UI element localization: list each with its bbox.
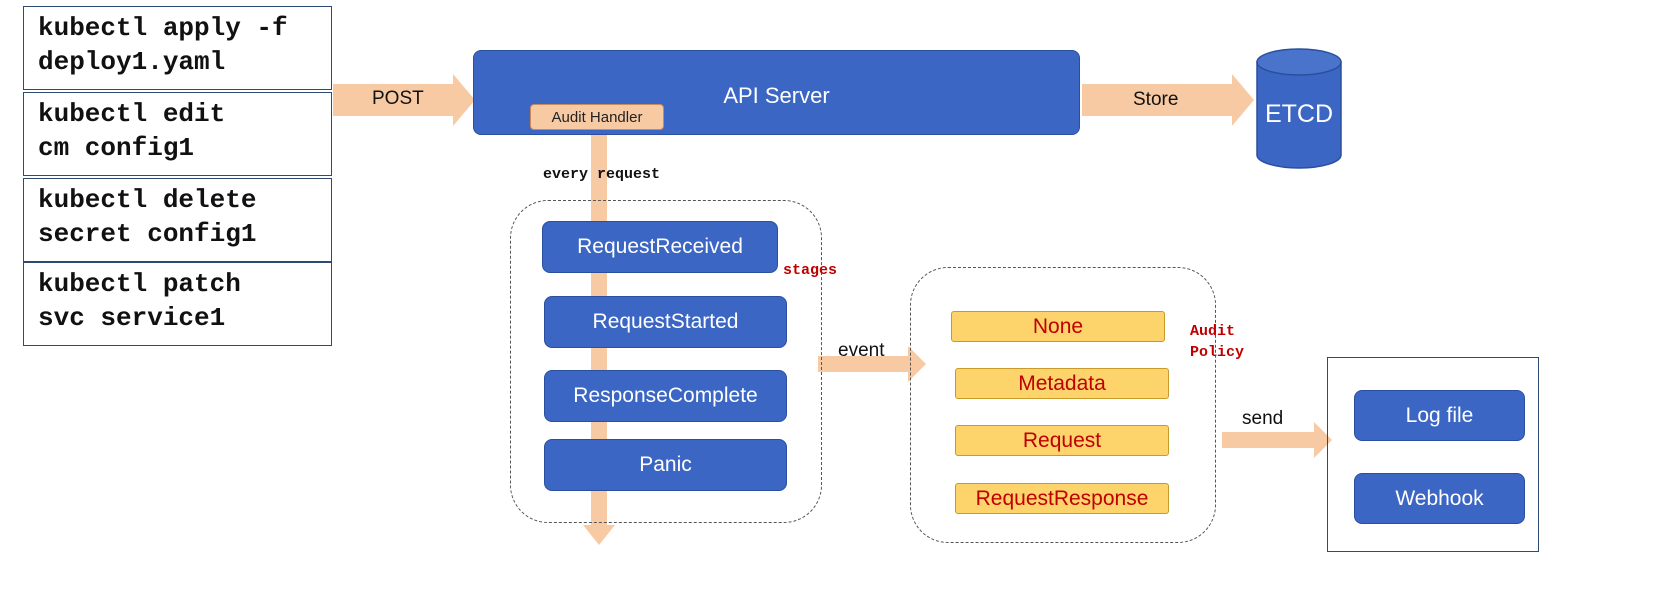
audit-policy-label: Audit Policy xyxy=(1190,321,1244,363)
api-server-box: API Server xyxy=(473,50,1080,135)
backend-webhook: Webhook xyxy=(1354,473,1525,524)
audit-handler-box: Audit Handler xyxy=(530,104,664,130)
send-label: send xyxy=(1242,408,1284,429)
stage-response-complete: ResponseComplete xyxy=(544,370,787,422)
command-apply: kubectl apply -f deploy1.yaml xyxy=(23,6,332,90)
command-edit: kubectl edit cm config1 xyxy=(23,92,332,176)
level-metadata: Metadata xyxy=(955,368,1169,399)
stage-request-received: RequestReceived xyxy=(542,221,778,273)
level-request-response: RequestResponse xyxy=(955,483,1169,514)
command-delete: kubectl delete secret config1 xyxy=(23,178,332,262)
event-arrow xyxy=(818,346,926,382)
level-none: None xyxy=(951,311,1165,342)
stages-group xyxy=(510,200,822,523)
audit-policy-group xyxy=(910,267,1216,543)
command-patch: kubectl patch svc service1 xyxy=(23,262,332,346)
audit-policy-line1: Audit xyxy=(1190,323,1236,340)
backends-group xyxy=(1327,357,1539,552)
audit-handler-label: Audit Handler xyxy=(551,108,643,126)
level-request: Request xyxy=(955,425,1169,456)
etcd-cylinder xyxy=(1256,48,1342,169)
etcd-label: ETCD xyxy=(1264,100,1334,128)
store-arrow xyxy=(1082,74,1254,126)
stage-panic: Panic xyxy=(544,439,787,491)
api-server-title: API Server xyxy=(723,83,830,108)
store-label: Store xyxy=(1133,89,1179,110)
every-request-label: every request xyxy=(543,166,661,183)
stages-label: stages xyxy=(783,262,838,279)
stage-request-started: RequestStarted xyxy=(544,296,787,348)
send-arrow xyxy=(1222,422,1332,458)
event-label: event xyxy=(838,340,885,361)
audit-policy-line2: Policy xyxy=(1190,344,1245,361)
post-label: POST xyxy=(372,88,424,109)
post-arrow xyxy=(333,74,475,126)
backend-log-file: Log file xyxy=(1354,390,1525,441)
